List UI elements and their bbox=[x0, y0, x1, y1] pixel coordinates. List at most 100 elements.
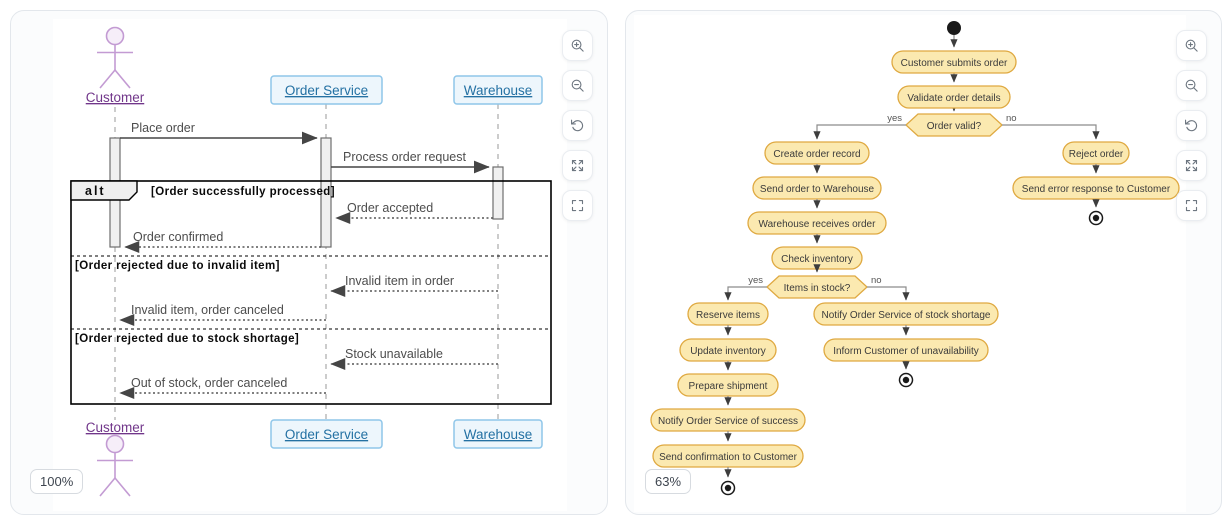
activity-node: Send confirmation to Customer bbox=[652, 444, 804, 468]
branch-yes-label: yes bbox=[748, 275, 763, 286]
activity-node: Prepare shipment bbox=[677, 373, 779, 397]
activity-diagram-canvas[interactable]: Customer submits order Validate order de… bbox=[626, 11, 1221, 514]
right-panel-controls bbox=[1176, 30, 1207, 221]
zoom-in-button[interactable] bbox=[562, 30, 593, 61]
zoom-level-badge: 100% bbox=[30, 469, 84, 494]
alt-operator-pentagon bbox=[70, 180, 138, 201]
activity-node: Send order to Warehouse bbox=[752, 176, 882, 200]
branch-yes-label: yes bbox=[887, 113, 902, 124]
actor-customer-top: Customer bbox=[86, 26, 145, 105]
message-order-accepted: Order accepted bbox=[347, 201, 433, 215]
svg-text:Validate order details: Validate order details bbox=[907, 93, 1000, 104]
participant-order-service-bottom: Order Service bbox=[270, 419, 383, 449]
actor-head bbox=[105, 26, 125, 46]
fullscreen-icon bbox=[1185, 199, 1198, 212]
activity-node: Reject order bbox=[1062, 141, 1130, 165]
actor-customer-bottom: Customer bbox=[86, 420, 145, 497]
zoom-out-button[interactable] bbox=[562, 70, 593, 101]
message-place-order: Place order bbox=[131, 121, 195, 135]
message-invalid-item-canceled: Invalid item, order canceled bbox=[131, 303, 284, 317]
svg-text:Send error response to Custome: Send error response to Customer bbox=[1022, 184, 1171, 195]
alt-frame: alt [Order successfully processed] [Orde… bbox=[70, 180, 552, 405]
fullscreen-icon bbox=[571, 199, 584, 212]
decision-order-valid: Order valid? yes no bbox=[887, 113, 1017, 137]
zoom-in-icon bbox=[1185, 39, 1198, 52]
actor-customer-label-bottom: Customer bbox=[86, 420, 145, 435]
actor-head bbox=[105, 434, 125, 454]
decision-items-in-stock: Items in stock? yes no bbox=[748, 275, 882, 299]
alt-guard-2: [Order rejected due to invalid item] bbox=[75, 260, 280, 272]
svg-text:Reject order: Reject order bbox=[1069, 149, 1124, 160]
activity-node: Check inventory bbox=[771, 246, 863, 270]
svg-text:Order valid?: Order valid? bbox=[927, 121, 982, 132]
end-node bbox=[1088, 210, 1104, 226]
branch-no-label: no bbox=[1006, 113, 1017, 124]
message-order-confirmed: Order confirmed bbox=[133, 230, 223, 244]
edge-no-branch bbox=[1002, 124, 1100, 140]
reset-view-icon bbox=[1185, 119, 1198, 132]
activity-node: Validate order details bbox=[897, 85, 1011, 109]
message-stock-unavailable: Stock unavailable bbox=[345, 347, 443, 361]
actor-customer-label-top: Customer bbox=[86, 90, 145, 105]
sequence-diagram-panel: Customer Order Service Warehouse Place o… bbox=[10, 10, 608, 515]
reset-view-button[interactable] bbox=[1176, 110, 1207, 141]
reset-view-icon bbox=[571, 119, 584, 132]
activity-node: Warehouse receives order bbox=[747, 211, 887, 235]
svg-text:Send order to Warehouse: Send order to Warehouse bbox=[760, 184, 875, 195]
activity-node: Create order record bbox=[764, 141, 870, 165]
participant-order-service-top: Order Service bbox=[270, 75, 383, 105]
activity-diagram-panel: Customer submits order Validate order de… bbox=[625, 10, 1222, 515]
activity-node: Notify Order Service of success bbox=[650, 408, 806, 432]
expand-button[interactable] bbox=[562, 150, 593, 181]
zoom-out-icon bbox=[571, 79, 584, 92]
svg-text:Create order record: Create order record bbox=[773, 149, 860, 160]
edge-no-branch bbox=[867, 286, 910, 301]
zoom-in-button[interactable] bbox=[1176, 30, 1207, 61]
svg-text:Items in stock?: Items in stock? bbox=[784, 283, 851, 294]
message-invalid-item-in-order: Invalid item in order bbox=[345, 274, 454, 288]
activity-node: Inform Customer of unavailability bbox=[823, 338, 989, 362]
sequence-diagram: Customer Order Service Warehouse Place o… bbox=[53, 19, 567, 511]
activity-node: Send error response to Customer bbox=[1012, 176, 1180, 200]
expand-icon bbox=[571, 159, 584, 172]
svg-text:Check inventory: Check inventory bbox=[781, 254, 853, 265]
activity-node: Update inventory bbox=[679, 338, 777, 362]
participant-warehouse-bottom: Warehouse bbox=[453, 419, 543, 449]
svg-text:Notify Order Service of stock: Notify Order Service of stock shortage bbox=[822, 310, 991, 321]
sequence-diagram-canvas[interactable]: Customer Order Service Warehouse Place o… bbox=[11, 11, 607, 514]
participant-warehouse-label-top: Warehouse bbox=[464, 83, 533, 98]
svg-text:Warehouse receives order: Warehouse receives order bbox=[759, 219, 877, 230]
reset-view-button[interactable] bbox=[562, 110, 593, 141]
svg-text:Send confirmation to Customer: Send confirmation to Customer bbox=[659, 452, 798, 463]
activity-node: Reserve items bbox=[687, 302, 769, 326]
edge-yes-branch bbox=[813, 124, 906, 140]
participant-warehouse-label-bottom: Warehouse bbox=[464, 427, 533, 442]
zoom-in-icon bbox=[571, 39, 584, 52]
svg-text:Reserve items: Reserve items bbox=[696, 310, 760, 321]
svg-text:Update inventory: Update inventory bbox=[690, 346, 766, 357]
alt-guard-1: [Order successfully processed] bbox=[151, 186, 335, 198]
activity-diagram: Customer submits order Validate order de… bbox=[634, 15, 1186, 512]
participant-order-service-label-bottom: Order Service bbox=[285, 427, 368, 442]
zoom-out-icon bbox=[1185, 79, 1198, 92]
fullscreen-button[interactable] bbox=[562, 190, 593, 221]
zoom-level-badge: 63% bbox=[645, 469, 692, 494]
svg-text:Customer submits order: Customer submits order bbox=[901, 58, 1008, 69]
expand-button[interactable] bbox=[1176, 150, 1207, 181]
alt-operator-label: alt bbox=[85, 184, 106, 198]
expand-icon bbox=[1185, 159, 1198, 172]
svg-text:Inform Customer of unavailabil: Inform Customer of unavailability bbox=[833, 346, 979, 357]
svg-text:Notify Order Service of succes: Notify Order Service of success bbox=[658, 416, 798, 427]
activation-order-service bbox=[320, 137, 332, 248]
activation-warehouse bbox=[492, 166, 504, 220]
svg-text:Prepare shipment: Prepare shipment bbox=[689, 381, 768, 392]
alt-guard-3: [Order rejected due to stock shortage] bbox=[75, 333, 299, 345]
message-out-of-stock-canceled: Out of stock, order canceled bbox=[131, 376, 287, 390]
participant-order-service-label-top: Order Service bbox=[285, 83, 368, 98]
fullscreen-button[interactable] bbox=[1176, 190, 1207, 221]
edge-yes-branch bbox=[724, 286, 767, 301]
participant-warehouse-top: Warehouse bbox=[453, 75, 543, 105]
zoom-out-button[interactable] bbox=[1176, 70, 1207, 101]
activity-node: Notify Order Service of stock shortage bbox=[813, 302, 999, 326]
